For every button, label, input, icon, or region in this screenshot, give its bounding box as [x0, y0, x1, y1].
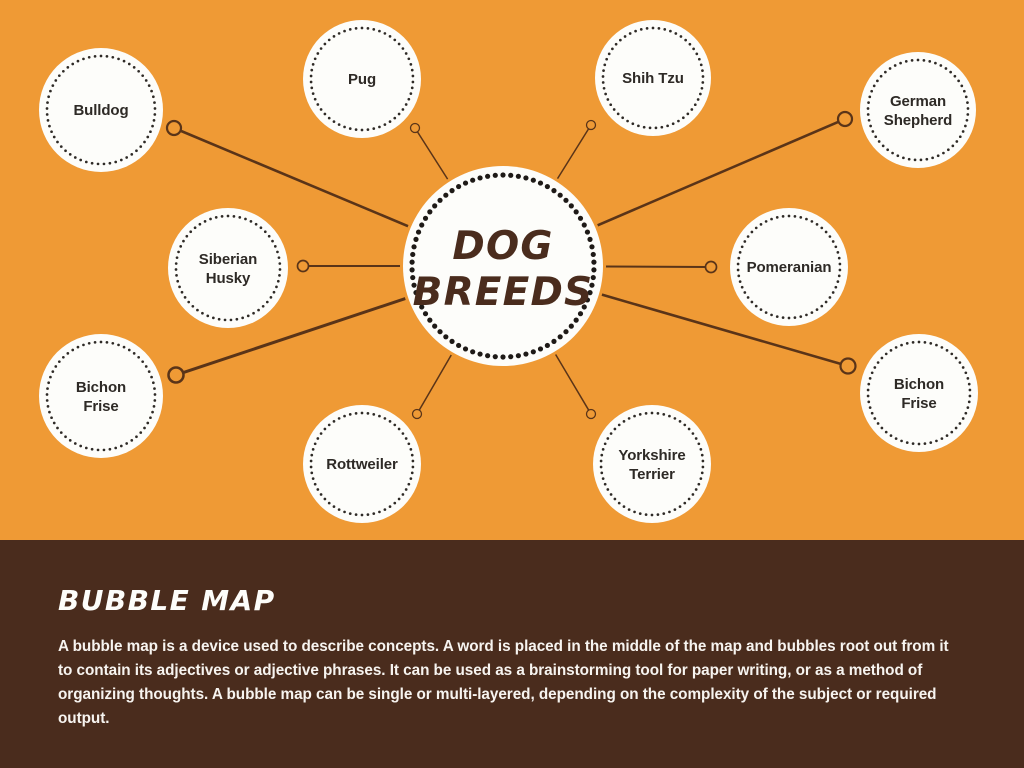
bubble-dotted-border-pomeranian — [736, 214, 842, 320]
bubble-label-rottweiler: Rottweiler — [326, 456, 398, 473]
bubble-dotted-border-bichon-frise-right — [866, 340, 972, 446]
connector-line-bichon-frise-left — [179, 297, 406, 376]
connector-node-german-shepherd — [836, 110, 854, 128]
bubble-label-pomeranian: Pomeranian — [747, 259, 832, 276]
bubble-dotted-border-bulldog — [45, 54, 157, 166]
connector-nodes-layer — [165, 110, 857, 420]
connector-line-rottweiler — [417, 354, 452, 413]
bubble-dotted-border-german-shepherd — [866, 58, 970, 162]
bubble-pug[interactable]: Pug — [303, 20, 421, 138]
connector-line-yorkshire-terrier — [554, 354, 591, 413]
bubble-label-bulldog: Bulldog — [73, 102, 128, 119]
connector-line-bichon-frise-right — [601, 293, 845, 366]
connector-node-bulldog — [165, 119, 183, 137]
connector-node-pug — [409, 122, 421, 134]
connector-line-german-shepherd — [597, 119, 842, 227]
section-title: BUBBLE MAP — [58, 584, 276, 617]
bubble-dotted-border-rottweiler — [309, 411, 415, 517]
connector-lines-layer — [177, 119, 845, 413]
bubble-pomeranian[interactable]: Pomeranian — [730, 208, 848, 326]
bubble-rottweiler[interactable]: Rottweiler — [303, 405, 421, 523]
description-panel: BUBBLE MAP A bubble map is a device used… — [0, 540, 1024, 768]
connector-line-bulldog — [177, 128, 409, 228]
bubble-label-shih-tzu: Shih Tzu — [622, 70, 684, 87]
center-bubble-dotted-border — [409, 172, 597, 360]
bubble-bulldog[interactable]: Bulldog — [39, 48, 163, 172]
bubble-dotted-border-yorkshire-terrier — [599, 411, 705, 517]
connector-line-shih-tzu — [556, 126, 591, 180]
bubble-dotted-border-shih-tzu — [601, 26, 705, 130]
bubble-dotted-border-bichon-frise-left — [45, 340, 157, 452]
connector-node-rottweiler — [411, 408, 423, 420]
bubble-shih-tzu[interactable]: Shih Tzu — [595, 20, 711, 136]
connector-node-shih-tzu — [585, 119, 597, 131]
connector-node-pomeranian — [704, 260, 718, 274]
section-description-text: A bubble map is a device used to describ… — [58, 638, 949, 728]
bubble-dotted-border-pug — [309, 26, 415, 132]
connector-line-pug — [415, 129, 449, 180]
connector-node-siberian-husky — [296, 259, 310, 273]
connector-node-bichon-frise-left — [167, 366, 185, 384]
bubble-dotted-border-siberian-husky — [174, 214, 282, 322]
connector-node-yorkshire-terrier — [585, 408, 597, 420]
connector-node-bichon-frise-right — [839, 357, 857, 375]
bubble-label-pug: Pug — [348, 71, 376, 88]
